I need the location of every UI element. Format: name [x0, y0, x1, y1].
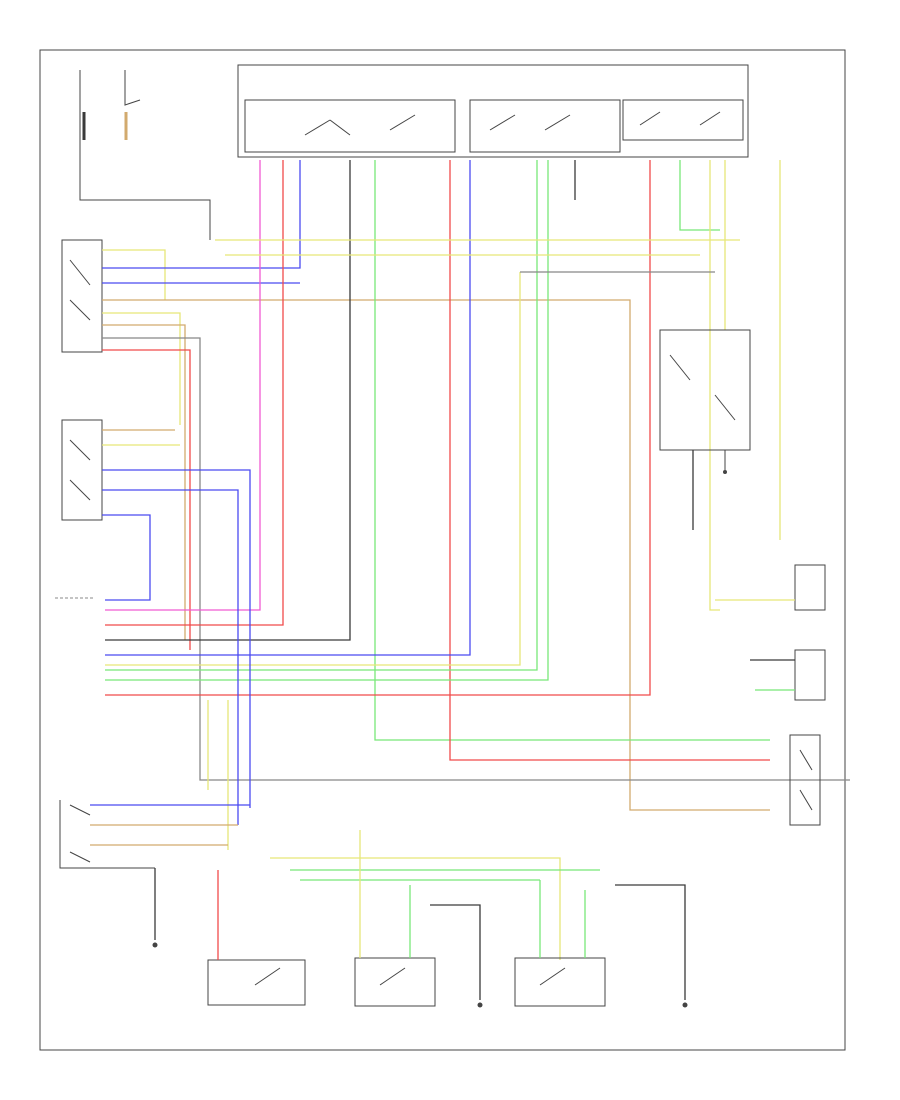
right-motor-upper — [659, 329, 751, 530]
bottom-switch-driver — [207, 857, 600, 1006]
ground-point-1 — [152, 942, 158, 948]
bottom-switch-middle — [354, 830, 481, 1007]
top-left-connector — [79, 70, 211, 240]
ground-point-2 — [477, 1002, 483, 1008]
bottom-switch-right — [514, 880, 686, 1007]
right-motor-middle — [715, 564, 826, 701]
top-switch-block — [237, 64, 749, 158]
diagram-frame — [39, 49, 846, 1051]
left-upper-module — [61, 239, 103, 353]
right-motor-lower — [789, 734, 821, 826]
wire-harness — [102, 160, 850, 850]
ground-point-3 — [682, 1002, 688, 1008]
left-middle-module — [61, 419, 103, 521]
bottom-left-switch — [59, 800, 250, 940]
